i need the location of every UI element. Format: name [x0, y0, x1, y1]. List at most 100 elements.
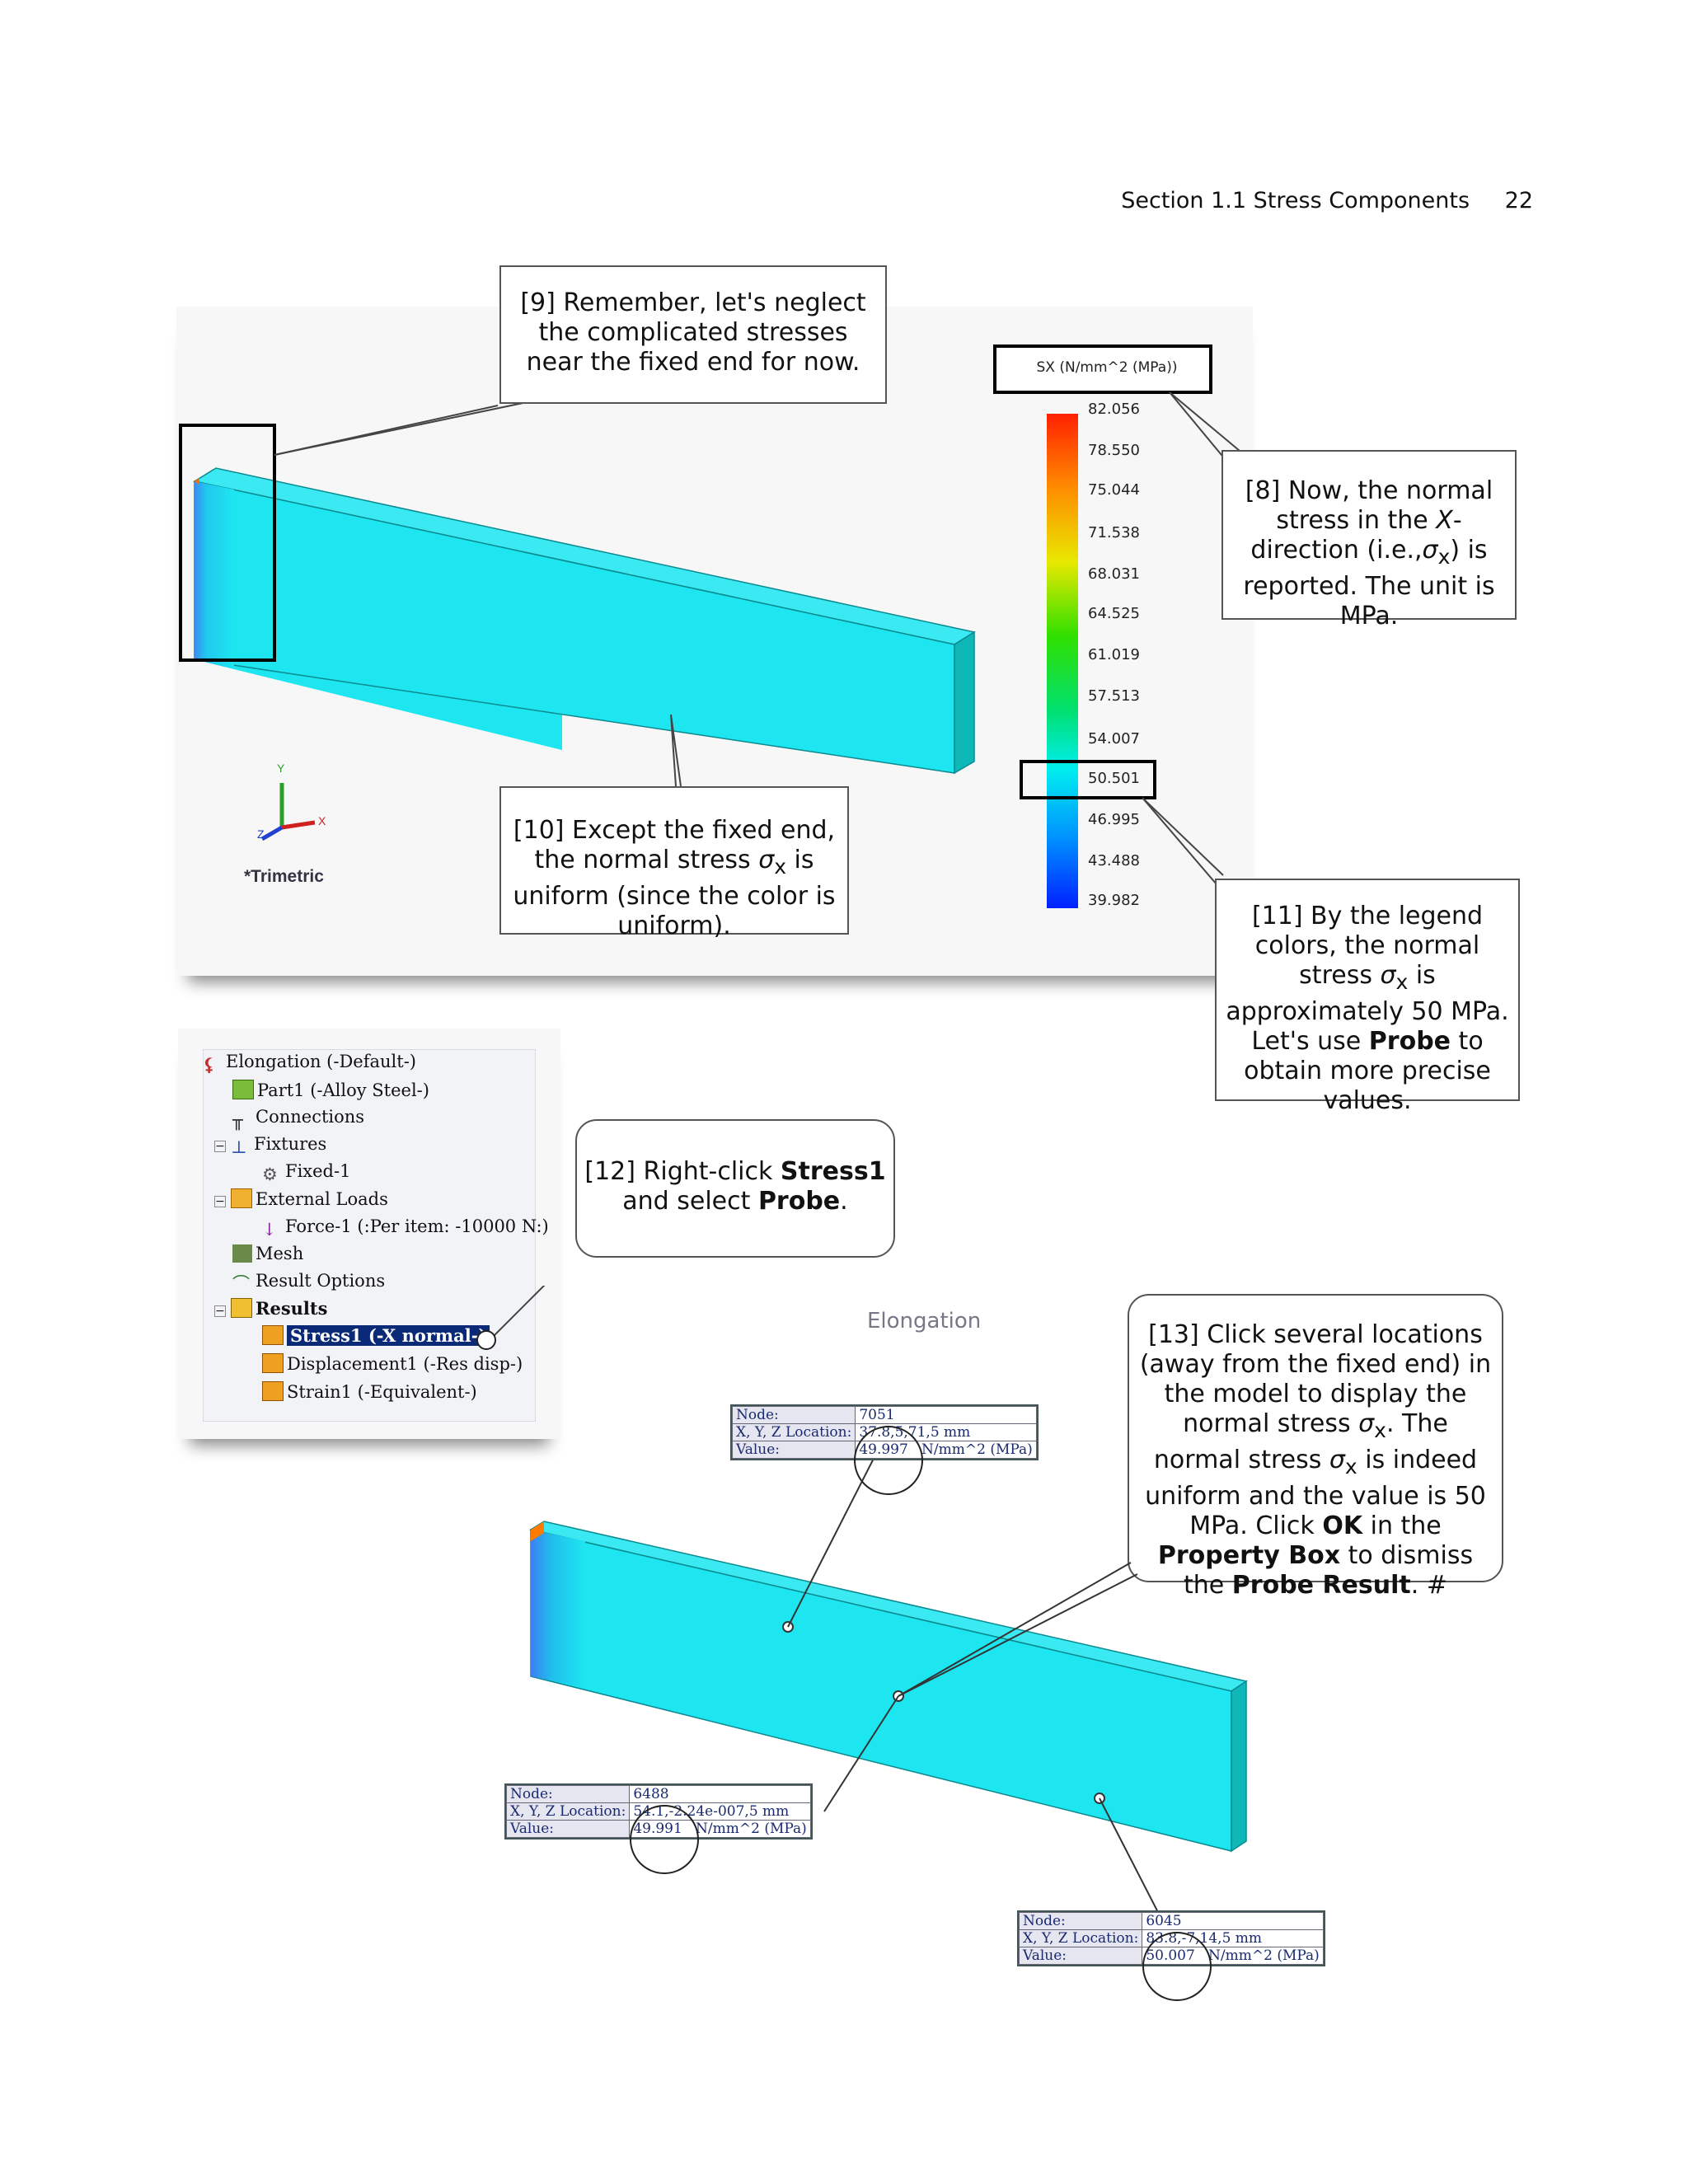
tree-item-label: Results	[256, 1298, 328, 1319]
tree-item-mesh[interactable]: Mesh	[232, 1244, 303, 1263]
beam-left-edge	[531, 1521, 544, 1541]
axis-x-line	[281, 820, 316, 830]
legend-value: 75.044	[1088, 481, 1140, 499]
tree-root-label: Elongation (-Default-)	[226, 1052, 416, 1071]
callout-13-text-c: is indeed uniform and the value is 50 MP…	[1145, 1446, 1486, 1540]
callout9-leader2	[274, 401, 532, 456]
legend-value: 39.982	[1088, 892, 1140, 909]
sigma-symbol: σ	[1329, 1446, 1345, 1474]
callout-12-text-a: [12] Right-click	[584, 1157, 781, 1186]
tree-root[interactable]: ⚸ Elongation (-Default-)	[203, 1052, 416, 1075]
tree-item-part[interactable]: Part1 (-Alloy Steel-)	[232, 1080, 429, 1100]
callout-12-text-c: .	[840, 1187, 848, 1216]
probe-unit: N/mm^2 (MPa)	[696, 1821, 807, 1837]
section-title: Section 1.1 Stress Components	[1121, 188, 1470, 213]
callout-8: [8] Now, the normal stress in the X-dire…	[1221, 450, 1517, 630]
legend-value: 50.501	[1088, 770, 1140, 787]
callout13-leader	[898, 1562, 1132, 1697]
callout-8-axis: X	[1436, 506, 1453, 535]
displacement-plot-icon	[262, 1353, 284, 1373]
callout-8-text-d: ) is reported. The unit is MPa.	[1243, 536, 1495, 630]
collapse-icon[interactable]: −	[214, 1140, 226, 1153]
probe-location-label: X, Y, Z Location:	[1018, 1929, 1143, 1947]
callout13-leader2	[898, 1573, 1138, 1697]
page-number: 22	[1504, 188, 1533, 213]
callout-8-text-c: -direction (i.e.,	[1250, 506, 1462, 565]
legend-value: 78.550	[1088, 442, 1140, 459]
callout-10: [10] Except the fixed end, the normal st…	[499, 786, 849, 940]
stress-plot-icon	[262, 1325, 284, 1345]
tree-item-results[interactable]: − Results	[214, 1298, 327, 1319]
tree-item-connections[interactable]: ╥Connections	[232, 1107, 364, 1130]
tree-item-strain1[interactable]: Strain1 (-Equivalent-)	[262, 1381, 477, 1402]
feature-tree-panel	[178, 1029, 560, 1439]
legend-value-highlight	[1020, 760, 1156, 799]
tree-item-label: Result Options	[256, 1271, 386, 1291]
beam-end-face	[1231, 1680, 1247, 1853]
probe-leader	[823, 1695, 899, 1812]
tree-background	[203, 1049, 536, 1422]
collapse-icon[interactable]: −	[214, 1195, 226, 1208]
stress1-marker-circle	[476, 1330, 496, 1350]
callout-13-text-f: . #	[1410, 1571, 1447, 1600]
legend-value: 68.031	[1088, 565, 1140, 583]
probe-emphasis: Probe	[1368, 1027, 1451, 1056]
legend-value: 57.513	[1088, 687, 1140, 705]
probe-emphasis: Probe	[757, 1187, 841, 1216]
tree-item-result-options[interactable]: ⌒ Result Options	[232, 1271, 386, 1294]
study-icon: ⚸	[203, 1054, 216, 1075]
probe-node: 6488	[629, 1785, 811, 1803]
tree-item-force[interactable]: ↓Force-1 (:Per item: -10000 N:)	[262, 1216, 549, 1240]
ok-emphasis: OK	[1322, 1511, 1363, 1540]
tree-item-fixed[interactable]: ⚙Fixed-1	[262, 1161, 350, 1184]
beam-fixed-end	[195, 481, 234, 669]
callout-13-text-e: to dismiss the	[1184, 1541, 1474, 1600]
collapse-icon[interactable]: −	[214, 1305, 226, 1318]
legend-title-box	[993, 344, 1212, 394]
callout-11: [11] By the legend colors, the normal st…	[1215, 879, 1520, 1115]
probe-location-label: X, Y, Z Location:	[731, 1423, 856, 1441]
beam-model-top	[179, 344, 1241, 908]
callout-13-text-a: [13] Click several locations (away from …	[1139, 1320, 1492, 1438]
tree-item-label: External Loads	[256, 1189, 388, 1209]
beam-end-face	[954, 630, 975, 775]
legend-value: 43.488	[1088, 852, 1140, 869]
callout12-leader	[485, 1286, 546, 1344]
legend-value: 82.056	[1088, 401, 1140, 418]
axis-z-line	[260, 825, 284, 841]
beam-model-bottom	[485, 1286, 1248, 1921]
fixed-end-highlight	[179, 424, 276, 662]
fixtures-icon: ⊥	[231, 1137, 247, 1157]
probe-value-highlight	[854, 1426, 923, 1495]
tree-item-label: Force-1 (:Per item: -10000 N:)	[285, 1216, 549, 1236]
callout-10-text-b: is uniform (since the color is uniform).	[513, 846, 836, 940]
tree-item-label: Fixtures	[254, 1134, 327, 1154]
legend-title: SX (N/mm^2 (MPa))	[1036, 359, 1178, 376]
legend-colorbar	[1047, 414, 1078, 908]
callout-8-text-a: [8] Now, the normal stress in the	[1245, 476, 1493, 535]
tree-item-external-loads[interactable]: − External Loads	[214, 1188, 388, 1209]
sigma-symbol: σ	[1358, 1409, 1375, 1438]
tree-item-label: Displacement1 (-Res disp-)	[287, 1354, 523, 1374]
result-options-icon: ⌒	[232, 1274, 250, 1294]
tree-item-label: Mesh	[256, 1244, 304, 1263]
sigma-subscript: x	[1344, 1455, 1357, 1479]
sigma-subscript: x	[1395, 970, 1409, 994]
property-box-emphasis: Property Box	[1157, 1541, 1341, 1570]
sigma-symbol: σ	[1380, 961, 1396, 990]
legend-value: 71.538	[1088, 524, 1140, 541]
page-header: Section 1.1 Stress Components 22	[989, 188, 1533, 213]
external-loads-icon	[231, 1188, 252, 1208]
probe-unit: N/mm^2 (MPa)	[1208, 1947, 1320, 1964]
tree-item-fixtures[interactable]: −⊥ Fixtures	[214, 1134, 327, 1157]
callout-11-text-c: to obtain more precise values.	[1244, 1027, 1491, 1115]
legend-value: 54.007	[1088, 730, 1140, 748]
probe-location-label: X, Y, Z Location:	[505, 1802, 631, 1821]
probe-node: 7051	[855, 1406, 1037, 1424]
tree-item-displacement1[interactable]: Displacement1 (-Res disp-)	[262, 1353, 523, 1374]
results-folder-icon	[231, 1298, 252, 1318]
tree-item-label: Stress1 (-X normal-)	[287, 1325, 490, 1346]
probe-node-label: Node:	[1018, 1912, 1143, 1930]
tree-item-stress1[interactable]: Stress1 (-X normal-)	[262, 1325, 490, 1346]
mesh-icon	[232, 1244, 252, 1263]
